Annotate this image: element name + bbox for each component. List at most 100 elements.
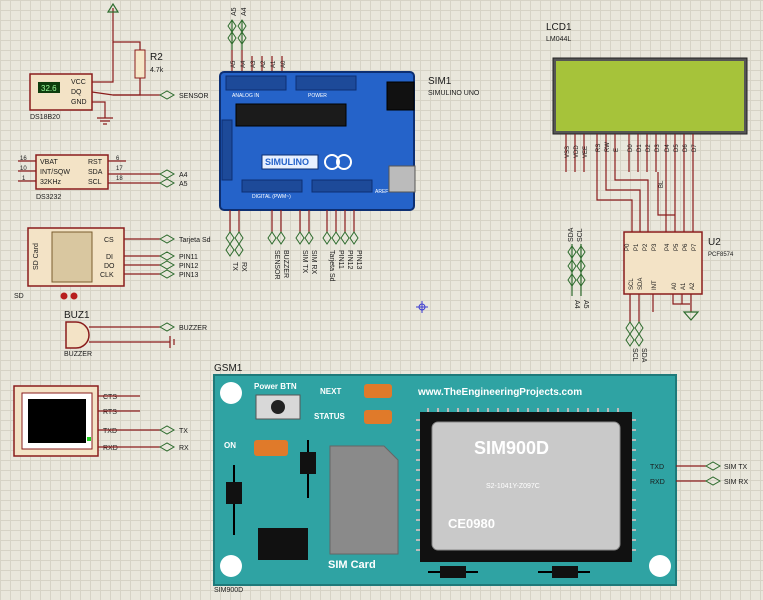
virtual-terminal[interactable]: CTS RTS TXD RXD TX RX — [13, 385, 189, 457]
sd-led-icon — [70, 292, 78, 300]
svg-text:D5: D5 — [674, 144, 680, 152]
buzzer-net: BUZZER — [179, 325, 207, 332]
i2c-net-a5: A5 — [582, 300, 589, 309]
arduino-top-pin: A3 — [251, 60, 257, 68]
lcd-display[interactable]: LCD1 LM044L BL VSS VDD VEE RS RW E D0 D1… — [546, 22, 748, 240]
net-terminal-icon — [227, 19, 237, 33]
ds18b20-pin-gnd: GND — [71, 99, 87, 106]
arduino-name: SIMULINO UNO — [428, 90, 480, 97]
sd-pin-do: DO — [104, 263, 115, 270]
arduino-net-pin13: PIN13 — [355, 250, 362, 270]
ground-icon — [97, 117, 113, 125]
probe-marker-icon[interactable] — [416, 301, 428, 313]
svg-text:RW: RW — [605, 142, 611, 152]
svg-text:RS: RS — [596, 144, 602, 152]
terminal-screen — [28, 399, 86, 443]
usb-connector-icon — [388, 165, 416, 193]
svg-text:P2: P2 — [643, 243, 649, 251]
sd-card-module[interactable]: SD Card CS DI DO CLK SD Tarjeta Sd PIN11… — [14, 227, 211, 300]
svg-text:E: E — [614, 148, 620, 152]
svg-text:P1: P1 — [634, 243, 640, 251]
net-terminal-icon — [158, 442, 176, 452]
sd-net-clk: PIN13 — [179, 272, 199, 279]
r2-ref: R2 — [150, 52, 163, 63]
arduino-net-tarjeta: Tarjeta Sd — [328, 250, 335, 282]
ds3232-pin-int: INT/SQW — [40, 169, 70, 176]
i2c-net-sda: SDA — [568, 227, 575, 242]
svg-text:D3: D3 — [655, 144, 661, 152]
gsm-sim-label: SIM Card — [328, 559, 376, 571]
pcf8574-net-sda: SDA — [640, 348, 647, 363]
arduino-net-buzzer: BUZZER — [282, 250, 289, 278]
net-terminal-icon — [567, 273, 577, 287]
terminal-net-rx: RX — [179, 445, 189, 452]
gsm-power-btn-label: Power BTN — [254, 382, 297, 391]
svg-text:A0: A0 — [672, 282, 678, 290]
svg-text:A2: A2 — [690, 282, 696, 290]
ds3232-num: 6 — [116, 156, 120, 162]
arduino-digital-label: DIGITAL (PWM~) — [252, 194, 291, 200]
ds3232-rtc[interactable]: VBAT INT/SQW 32KHz RST SDA SCL 16 10 1 6… — [18, 154, 188, 201]
i2c-net-a4: A4 — [573, 300, 580, 309]
svg-text:P6: P6 — [683, 243, 689, 251]
gsm-ref: GSM1 — [214, 363, 243, 374]
net-terminal-icon — [704, 476, 722, 486]
arduino-top-net-a5: A5 — [231, 7, 238, 16]
gsm-pin-rxd: RXD — [650, 479, 665, 486]
mount-hole-icon — [220, 555, 242, 577]
arduino-net-tx: TX — [231, 262, 238, 271]
svg-text:VEE: VEE — [583, 146, 589, 158]
ds3232-pin-vbat: VBAT — [40, 159, 58, 166]
gsm-pin-txd: TXD — [650, 464, 664, 471]
gsm-sim900d-module[interactable]: GSM1 Power BTN NEXT STATUS www.TheEngine… — [213, 363, 748, 594]
mount-hole-icon — [220, 382, 242, 404]
net-terminal-icon — [158, 169, 176, 179]
svg-text:INT: INT — [652, 280, 658, 290]
next-led-icon — [364, 384, 392, 398]
net-terminal-icon — [158, 260, 176, 270]
svg-text:D2: D2 — [646, 144, 652, 152]
on-led-icon — [254, 440, 288, 456]
net-terminal-icon — [237, 31, 247, 45]
lcd-ref: LCD1 — [546, 22, 572, 33]
arduino-simulino-uno[interactable]: A5 A4 A5 A4 A3 A2 A1 A0 ANALOG IN POWER … — [219, 7, 480, 282]
net-terminal-icon — [634, 321, 644, 335]
buzzer[interactable]: BUZ1 BUZZER BUZZER — [64, 310, 207, 358]
arduino-top-net-a4: A4 — [241, 7, 248, 16]
svg-text:P3: P3 — [652, 243, 658, 251]
arduino-net-sim-rx: SIM RX — [310, 250, 317, 274]
svg-text:A1: A1 — [681, 282, 687, 290]
svg-text:VSS: VSS — [565, 146, 571, 158]
svg-text:D4: D4 — [665, 144, 671, 152]
dc-jack-icon — [386, 81, 415, 111]
ds3232-label: DS3232 — [36, 194, 61, 201]
sd-led-icon — [60, 292, 68, 300]
sd-net-di: PIN11 — [179, 254, 198, 261]
gsm-net-sim-rx: SIM RX — [724, 479, 748, 486]
gsm-on-label: ON — [224, 441, 236, 450]
svg-text:P4: P4 — [665, 243, 671, 251]
lcd-screen — [556, 61, 744, 131]
chip-pins — [416, 408, 636, 551]
ds3232-pin-rst: RST — [88, 159, 103, 166]
ds18b20-pin-dq: DQ — [71, 89, 82, 96]
arduino-ref: SIM1 — [428, 76, 452, 87]
net-terminal-icon — [158, 178, 176, 188]
r2-body — [134, 49, 146, 79]
net-terminal-icon — [158, 269, 176, 279]
ds3232-net-a4: A4 — [179, 172, 188, 179]
net-terminal-icon — [158, 234, 176, 244]
ds18b20-sensor[interactable]: 32.6 VCC DQ GND DS18B20 SENSOR — [29, 42, 209, 125]
net-terminal-icon — [634, 333, 644, 347]
pcf8574-expander[interactable]: P0 P1 P2 P3 P4 P5 P6 P7 SCL SDA INT A0 A… — [567, 227, 734, 363]
atmega-chip-icon — [235, 103, 347, 127]
arduino-bottom-net-terminals — [225, 231, 359, 257]
sd-label: SD — [14, 293, 24, 300]
ds3232-num: 17 — [116, 166, 123, 172]
net-terminal-icon — [576, 259, 586, 273]
net-terminal-icon — [576, 245, 586, 259]
r2-resistor-block[interactable]: R2 4.7k — [106, 2, 164, 96]
sd-pin-di: DI — [106, 254, 113, 261]
pcf8574-net-scl: SCL — [631, 348, 638, 362]
svg-text:SCL: SCL — [629, 278, 635, 290]
